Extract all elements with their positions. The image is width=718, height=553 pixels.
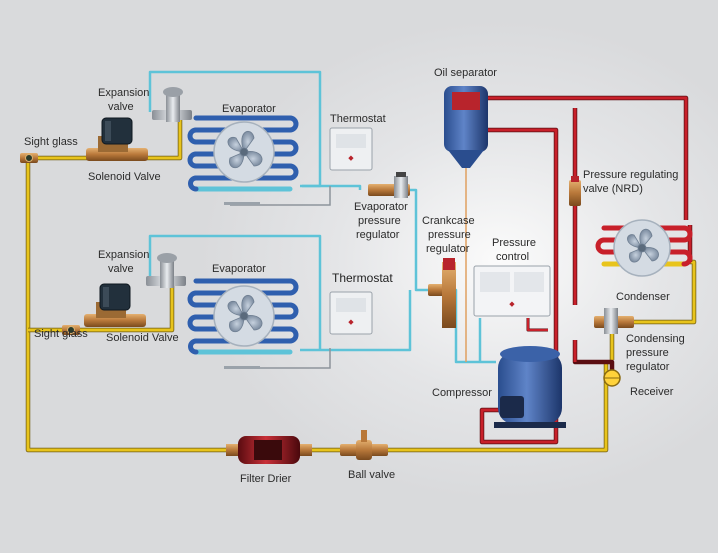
label-pressure-regulating-valve: Pressure regulating: [583, 169, 678, 181]
expansion-valve-icon: [146, 253, 186, 288]
svg-text:◆: ◆: [509, 301, 515, 308]
condenser-unit: [595, 219, 693, 277]
label-solenoid-valve-top: Solenoid Valve: [88, 171, 161, 183]
pressure-regulating-valve-icon: [569, 176, 581, 206]
label-evaporator-bottom: Evaporator: [212, 263, 266, 275]
label-evaporator-pressure-regulator: Evaporator: [354, 201, 408, 213]
label-evaporator-pressure-regulator: regulator: [356, 229, 400, 241]
label-crankcase-pressure-regulator: Crankcase: [422, 215, 475, 227]
label-expansion-valve-bottom: valve: [108, 263, 134, 275]
receiver-icon: [603, 369, 621, 387]
label-expansion-valve-top: Expansion: [98, 87, 149, 99]
label-pressure-regulating-valve: valve (NRD): [583, 183, 643, 195]
thermostat-icon: ◆: [329, 127, 373, 171]
oil-separator-icon: [444, 86, 488, 168]
evaporator-top: [187, 115, 299, 205]
label-sight-glass-bottom: Sight glass: [34, 328, 88, 340]
fan-icon: [227, 294, 263, 333]
svg-text:◆: ◆: [348, 319, 354, 326]
label-pressure-control: control: [496, 251, 529, 263]
label-pressure-control: Pressure: [492, 237, 536, 249]
capillary-tubes: [228, 186, 331, 369]
sight-glass-icon: [20, 153, 38, 163]
label-thermostat-bottom: Thermostat: [332, 271, 393, 285]
label-evaporator-top: Evaporator: [222, 103, 276, 115]
pressure-control-icon: ◆: [473, 265, 551, 317]
ball-valve-icon: [340, 430, 388, 460]
solenoid-valve-icon: [86, 117, 148, 161]
label-evaporator-pressure-regulator: pressure: [358, 215, 401, 227]
label-sight-glass-top: Sight glass: [24, 136, 78, 148]
label-crankcase-pressure-regulator: regulator: [426, 243, 470, 255]
label-oil-separator: Oil separator: [434, 67, 497, 79]
labels: Sight glass Expansion valve Evaporator T…: [24, 67, 685, 485]
label-condensing-pressure-regulator: Condensing: [626, 333, 685, 345]
label-compressor: Compressor: [432, 387, 492, 399]
sight-glass-icon: [62, 325, 80, 335]
evaporator-bottom: [187, 278, 299, 369]
label-thermostat-top: Thermostat: [330, 113, 386, 125]
label-solenoid-valve-bottom: Solenoid Valve: [106, 332, 179, 344]
filter-drier-icon: [226, 436, 312, 464]
label-expansion-valve-bottom: Expansion: [98, 249, 149, 261]
fan-icon: [227, 130, 263, 169]
label-receiver: Receiver: [630, 386, 674, 398]
label-condenser: Condenser: [616, 291, 670, 303]
label-condensing-pressure-regulator: pressure: [626, 347, 669, 359]
expansion-valve-icon: [152, 87, 192, 122]
condensing-pressure-regulator-icon: [594, 308, 634, 334]
thermostat-icon: ◆: [329, 291, 373, 335]
solenoid-valve-icon: [84, 283, 146, 327]
label-crankcase-pressure-regulator: pressure: [428, 229, 471, 241]
label-ball-valve: Ball valve: [348, 469, 395, 481]
label-filter-drier: Filter Drier: [240, 473, 292, 485]
label-expansion-valve-top: valve: [108, 101, 134, 113]
fan-icon: [627, 228, 659, 263]
compressor-icon: [494, 346, 566, 428]
label-condensing-pressure-regulator: regulator: [626, 361, 670, 373]
svg-text:◆: ◆: [348, 155, 354, 162]
discharge-line: [470, 95, 693, 445]
crankcase-pressure-regulator-icon: [428, 258, 456, 328]
evaporator-pressure-regulator-icon: [368, 172, 410, 198]
